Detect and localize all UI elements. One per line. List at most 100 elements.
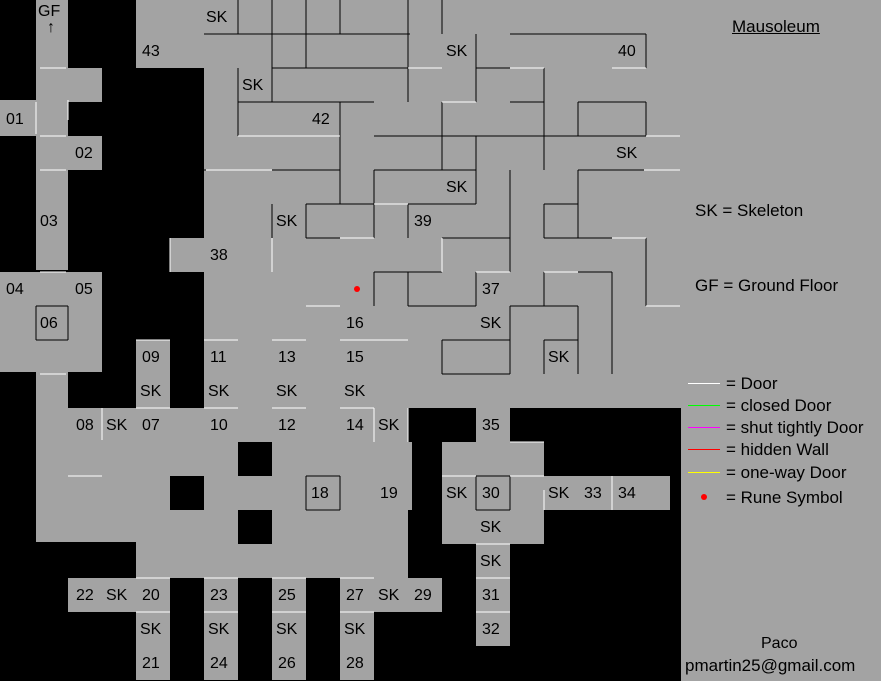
skeleton-marker: SK xyxy=(480,553,502,570)
up-arrow-icon: ↑ xyxy=(47,19,55,36)
room-number-10: 10 xyxy=(210,417,228,434)
skeleton-marker: SK xyxy=(446,179,468,196)
room-number-11: 11 xyxy=(210,349,227,366)
rune-symbol-icon xyxy=(701,494,707,500)
room-number-35: 35 xyxy=(482,417,500,434)
room-number-34: 34 xyxy=(618,485,636,502)
legend-title: Mausoleum xyxy=(732,17,820,36)
skeleton-marker: SK xyxy=(344,621,366,638)
floor-tile xyxy=(36,0,68,270)
room-number-01: 01 xyxy=(6,111,24,128)
skeleton-marker: SK xyxy=(446,43,468,60)
skeleton-marker: SK xyxy=(242,77,264,94)
room-number-24: 24 xyxy=(210,655,228,672)
room-number-27: 27 xyxy=(346,587,364,604)
ground-floor-label: GF xyxy=(38,3,61,20)
room-number-19: 19 xyxy=(380,485,398,502)
room-number-15: 15 xyxy=(346,349,364,366)
legend-rune-symbol: = Rune Symbol xyxy=(726,488,843,507)
room-number-38: 38 xyxy=(210,247,228,264)
hidden-wall-swatch xyxy=(688,449,720,450)
skeleton-marker: SK xyxy=(480,519,502,536)
legend-skeleton-definition: SK = Skeleton xyxy=(695,201,804,220)
room-number-08: 08 xyxy=(76,417,94,434)
room-number-32: 32 xyxy=(482,621,500,638)
floor-tile xyxy=(240,204,274,272)
map-doors xyxy=(35,67,680,613)
legend-hidden-wall: = hidden Wall xyxy=(726,440,829,459)
skeleton-marker: SK xyxy=(276,383,298,400)
room-number-37: 37 xyxy=(482,281,500,298)
solid-pillar xyxy=(238,442,272,476)
legend-ground-floor-definition: GF = Ground Floor xyxy=(695,276,839,295)
room-number-18: 18 xyxy=(311,485,329,502)
solid-pillar xyxy=(238,510,272,544)
room-number-30: 30 xyxy=(482,485,500,502)
room-number-28: 28 xyxy=(346,655,364,672)
skeleton-marker: SK xyxy=(378,587,400,604)
room-number-17: 17 xyxy=(414,417,432,434)
room-number-43: 43 xyxy=(142,43,160,60)
floor-tile xyxy=(374,578,442,612)
legend-one-way-door: = one-way Door xyxy=(726,463,847,482)
room-number-06: 06 xyxy=(40,315,58,332)
door-swatch xyxy=(688,383,720,384)
room-number-42: 42 xyxy=(312,111,330,128)
floor-tile xyxy=(68,136,102,170)
skeleton-marker: SK xyxy=(208,383,230,400)
skeleton-marker: SK xyxy=(140,621,162,638)
floor-tile xyxy=(68,578,136,612)
room-number-05: 05 xyxy=(75,281,93,298)
skeleton-marker: SK xyxy=(378,417,400,434)
author-email: pmartin25@gmail.com xyxy=(685,656,856,675)
room-number-13: 13 xyxy=(278,349,296,366)
room-number-09: 09 xyxy=(142,349,160,366)
room-number-14: 14 xyxy=(346,417,364,434)
room-number-16: 16 xyxy=(346,315,364,332)
room-number-40: 40 xyxy=(618,43,636,60)
room-number-29: 29 xyxy=(414,587,432,604)
skeleton-marker: SK xyxy=(446,485,468,502)
room-number-21: 21 xyxy=(142,655,160,672)
room-number-23: 23 xyxy=(210,587,228,604)
skeleton-marker: SK xyxy=(344,383,366,400)
skeleton-marker: SK xyxy=(548,349,570,366)
skeleton-marker: SK xyxy=(206,9,228,26)
skeleton-marker: SK xyxy=(106,587,128,604)
floor-tile xyxy=(0,100,36,136)
solid-pillar xyxy=(408,408,442,442)
room-number-03: 03 xyxy=(40,213,58,230)
author-name: Paco xyxy=(761,635,798,652)
legend-closed-door: = closed Door xyxy=(726,396,832,415)
shut-tightly-door-swatch xyxy=(688,427,720,428)
room-number-33: 33 xyxy=(584,485,602,502)
room-number-31: 31 xyxy=(482,587,500,604)
skeleton-marker: SK xyxy=(208,621,230,638)
skeleton-marker: SK xyxy=(616,145,638,162)
skeleton-marker: SK xyxy=(140,383,162,400)
skeleton-marker: SK xyxy=(106,417,128,434)
floor-tile xyxy=(36,372,68,542)
floor-tile xyxy=(68,68,102,102)
floor-tile xyxy=(544,476,670,510)
rune-symbol-marker xyxy=(354,286,360,292)
floor-tile xyxy=(476,408,510,646)
dungeon-map xyxy=(0,0,681,680)
room-number-04: 04 xyxy=(6,281,24,298)
room-number-39: 39 xyxy=(414,213,432,230)
room-number-12: 12 xyxy=(278,417,296,434)
floor-tile xyxy=(0,272,102,372)
legend-panel: Mausoleum SK = Skeleton GF = Ground Floo… xyxy=(681,0,881,681)
skeleton-marker: SK xyxy=(548,485,570,502)
skeleton-marker: SK xyxy=(480,315,502,332)
closed-door-swatch xyxy=(688,405,720,406)
room-number-20: 20 xyxy=(142,587,160,604)
solid-pillar xyxy=(170,476,204,510)
legend-shut-tightly-door: = shut tightly Door xyxy=(726,418,864,437)
room-number-26: 26 xyxy=(278,655,296,672)
legend-door: = Door xyxy=(726,374,778,393)
one-way-door-swatch xyxy=(688,472,720,473)
room-number-07: 07 xyxy=(142,417,160,434)
room-number-02: 02 xyxy=(75,145,93,162)
